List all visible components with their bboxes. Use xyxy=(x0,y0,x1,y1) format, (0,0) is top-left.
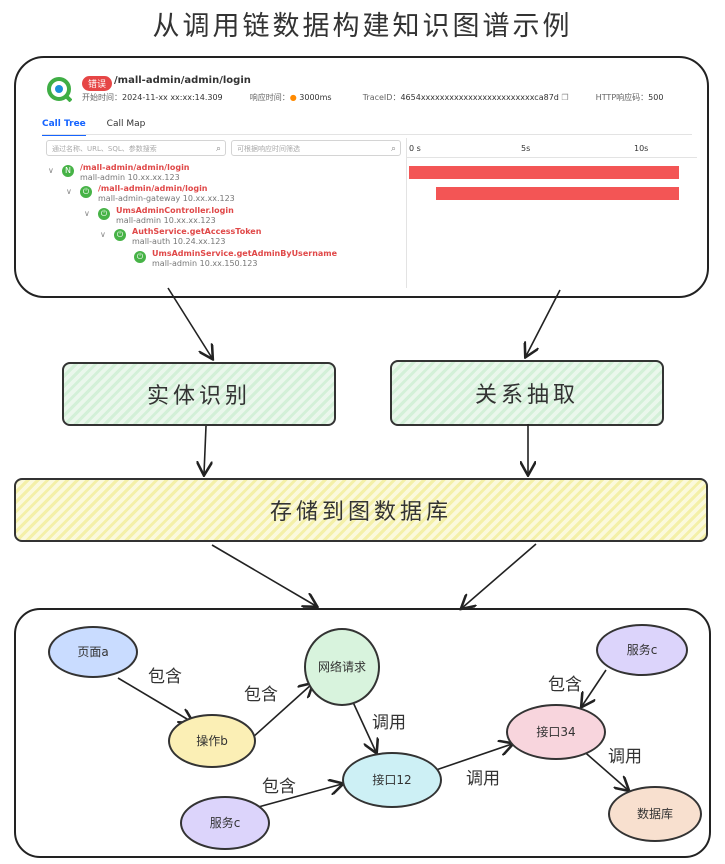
node-database: 数据库 xyxy=(608,786,702,842)
error-badge: 错误 xyxy=(82,76,113,91)
axis-tick-0: 0 s xyxy=(409,144,421,153)
chevron-down-icon[interactable]: ∨ xyxy=(84,209,90,218)
axis-line xyxy=(407,157,697,158)
service-icon: ⏻ xyxy=(98,208,110,220)
span-host: mall-admin 10.xx.150.123 xyxy=(152,259,258,268)
search-placeholder: 通过名称、URL、SQL、参数搜索 xyxy=(52,145,157,153)
trace-endpoint: /mall-admin/admin/login xyxy=(114,75,251,86)
app-logo-icon xyxy=(46,76,72,102)
service-icon: ⏻ xyxy=(114,229,126,241)
timeline-divider xyxy=(406,138,407,288)
start-time-label: 开始时间： xyxy=(82,93,122,102)
edge-label-call: 调用 xyxy=(372,713,406,733)
status-dot-icon: ● xyxy=(289,93,297,102)
node-api-12: 接口12 xyxy=(342,752,442,808)
edge-api12-to-api34 xyxy=(435,744,512,771)
arrow-store-to-graph-left xyxy=(211,544,316,606)
edge-svc-to-api34 xyxy=(582,669,607,706)
span-name: /mall-admin/admin/login xyxy=(98,184,208,193)
traceid-label: TraceID： xyxy=(362,93,401,102)
search-input[interactable]: 通过名称、URL、SQL、参数搜索 ⌕ xyxy=(46,140,226,156)
edge-op-to-net xyxy=(251,684,312,739)
tab-divider xyxy=(42,134,692,135)
search-icon: ⌕ xyxy=(215,144,221,154)
arrow-panel-to-relation xyxy=(526,289,561,356)
span-name: UmsAdminService.getAdminByUsername xyxy=(152,249,338,258)
diagram-title: 从调用链数据构建知识图谱示例 xyxy=(152,11,573,42)
stage-store-graph-db: 存储到图数据库 xyxy=(14,478,708,542)
filter-placeholder: 可根据响应时间筛选 xyxy=(237,145,300,153)
timeline-bar[interactable] xyxy=(436,187,679,200)
filter-search-icon: ⌕ xyxy=(390,144,396,154)
tab-bar: Call Tree Call Map xyxy=(42,119,146,136)
edge-api34-to-db xyxy=(579,747,628,790)
knowledge-graph-panel xyxy=(14,608,711,858)
trace-meta: 开始时间：2024-11-xx xx:xx:14.309 响应时间：● 3000… xyxy=(82,92,702,103)
trace-panel: 错误 /mall-admin/admin/login 开始时间：2024-11-… xyxy=(14,56,709,298)
chevron-down-icon[interactable]: ∨ xyxy=(48,166,54,175)
arrow-panel-to-entity xyxy=(167,287,212,358)
node-operation-b: 操作b xyxy=(168,714,256,768)
http-code-label: HTTP响应码： xyxy=(595,93,649,102)
http-code-value: 500 xyxy=(648,93,664,102)
tab-call-map[interactable]: Call Map xyxy=(106,119,146,129)
traceid-value: 4654xxxxxxxxxxxxxxxxxxxxxxxxca87d xyxy=(400,93,559,102)
span-name: UmsAdminController.login xyxy=(116,206,234,215)
stage-entity-recognition: 实体识别 xyxy=(62,362,336,426)
chevron-down-icon[interactable]: ∨ xyxy=(66,187,72,196)
span-name: /mall-admin/admin/login xyxy=(80,163,190,172)
timeline-bar[interactable] xyxy=(409,166,679,179)
edge-label-call: 调用 xyxy=(608,747,642,767)
response-time-label: 响应时间： xyxy=(249,93,290,102)
edge-label-call: 调用 xyxy=(466,769,500,789)
node-api-34: 接口34 xyxy=(506,704,606,760)
node-page-a: 页面a xyxy=(48,626,138,678)
edge-page-to-op xyxy=(117,677,192,722)
edge-label-contain: 包含 xyxy=(548,675,582,695)
edge-label-contain: 包含 xyxy=(244,685,278,705)
start-time-value: 2024-11-xx xx:xx:14.309 xyxy=(122,93,223,102)
node-service-c-right: 服务c xyxy=(596,624,688,676)
response-time-value: 3000ms xyxy=(299,93,332,102)
edge-label-contain: 包含 xyxy=(148,667,182,687)
tab-call-tree[interactable]: Call Tree xyxy=(42,119,86,136)
arrow-store-to-graph-right xyxy=(462,543,537,608)
edge-net-to-api12 xyxy=(351,699,376,752)
span-host: mall-admin 10.xx.xx.123 xyxy=(116,216,216,225)
span-host: mall-admin-gateway 10.xx.xx.123 xyxy=(98,194,235,203)
node-network-request: 网络请求 xyxy=(304,628,380,706)
arrow-entity-to-store xyxy=(204,425,206,474)
copy-icon[interactable]: ❐ xyxy=(561,93,569,102)
node-service-c-left: 服务c xyxy=(180,796,270,850)
service-icon: ⏻ xyxy=(80,186,92,198)
edge-label-contain: 包含 xyxy=(262,777,296,797)
span-name: AuthService.getAccessToken xyxy=(132,227,262,236)
filter-input[interactable]: 可根据响应时间筛选 ⌕ xyxy=(231,140,401,156)
span-host: mall-admin 10.xx.xx.123 xyxy=(80,173,180,182)
span-host: mall-auth 10.24.xx.123 xyxy=(132,237,226,246)
nginx-icon: N xyxy=(62,165,74,177)
chevron-down-icon[interactable]: ∨ xyxy=(100,230,106,239)
axis-tick-5: 5s xyxy=(521,144,531,153)
service-icon: ⏻ xyxy=(134,251,146,263)
stage-relation-extraction: 关系抽取 xyxy=(390,360,664,426)
axis-tick-10: 10s xyxy=(634,144,649,153)
